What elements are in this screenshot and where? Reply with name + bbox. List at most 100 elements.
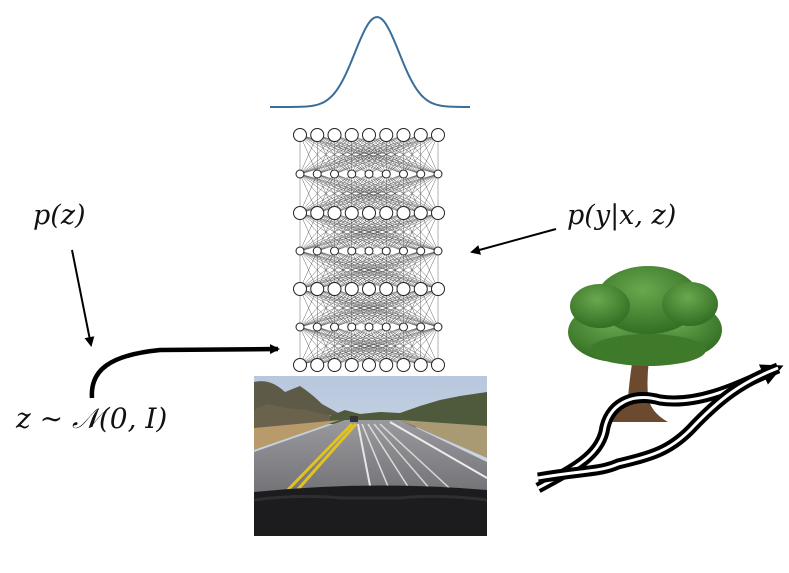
network-node xyxy=(399,169,408,179)
network-node xyxy=(413,128,428,142)
network-node xyxy=(312,322,322,332)
network-node xyxy=(330,246,339,256)
network-node xyxy=(381,246,391,256)
network-edge xyxy=(403,326,439,366)
prior-label: p(z) xyxy=(33,200,86,231)
network-edge xyxy=(386,250,439,290)
network-edge xyxy=(299,134,335,175)
network-node xyxy=(381,169,391,179)
network-node xyxy=(396,282,411,296)
network-edge xyxy=(299,288,352,328)
network-node xyxy=(344,128,359,142)
network-edge xyxy=(317,134,439,175)
network-edge xyxy=(299,326,335,366)
network-node xyxy=(330,169,339,179)
network-edge xyxy=(368,326,439,366)
network-node xyxy=(379,206,394,220)
network-node xyxy=(396,206,411,220)
network-node xyxy=(293,282,307,296)
network-edge xyxy=(299,134,439,175)
network-node xyxy=(327,282,342,296)
network-node xyxy=(416,246,426,256)
network-edge xyxy=(368,250,439,290)
network-edge xyxy=(386,288,439,328)
network-edge xyxy=(299,250,352,290)
network-node xyxy=(362,282,376,296)
road-scene-image xyxy=(253,376,488,536)
network-node xyxy=(310,128,325,142)
network-edge xyxy=(386,326,439,366)
network-node xyxy=(413,206,428,220)
network-edge xyxy=(351,173,439,214)
network-node xyxy=(293,206,307,220)
likelihood-label: p(y|x, z) xyxy=(567,200,677,231)
network-node xyxy=(431,358,445,372)
network-edge xyxy=(403,173,439,214)
network-node xyxy=(362,128,376,142)
network-edge xyxy=(299,250,335,290)
network-edge xyxy=(299,288,335,328)
network-node xyxy=(310,282,325,296)
network-edge xyxy=(299,173,439,214)
network-node xyxy=(327,358,342,372)
network-node xyxy=(330,322,339,332)
network-edge xyxy=(420,173,439,214)
network-edge xyxy=(299,134,370,175)
network-node xyxy=(431,206,445,220)
network-edge xyxy=(299,326,370,366)
network-edge xyxy=(386,134,439,175)
network-edge xyxy=(386,212,439,252)
gaussian-curve xyxy=(270,16,471,108)
network-edge xyxy=(299,173,370,214)
network-node xyxy=(295,246,305,256)
network-edge xyxy=(299,212,335,252)
network-edge xyxy=(368,134,439,175)
network-node xyxy=(364,322,374,332)
network-node xyxy=(347,322,357,332)
network-node xyxy=(310,206,325,220)
network-node xyxy=(364,246,374,256)
network-node xyxy=(431,128,445,142)
network-edge xyxy=(299,134,352,175)
network-edge xyxy=(299,173,387,214)
network-edge xyxy=(299,134,318,175)
network-node xyxy=(416,169,426,179)
network-node xyxy=(381,322,391,332)
network-node xyxy=(293,128,307,142)
network-edge xyxy=(299,173,318,214)
network-node xyxy=(295,169,305,179)
network-node xyxy=(312,169,322,179)
network-node xyxy=(295,322,305,332)
network-edge xyxy=(299,173,335,214)
network-edge xyxy=(403,212,439,252)
network-edge xyxy=(368,288,439,328)
network-edge xyxy=(299,134,421,175)
network-edge xyxy=(386,173,439,214)
network-node xyxy=(327,206,342,220)
network-edge xyxy=(299,250,370,290)
network-edge xyxy=(299,326,439,366)
tree-illustration xyxy=(568,266,722,422)
network-node xyxy=(344,358,359,372)
network-node xyxy=(312,246,322,256)
network-edge xyxy=(368,212,439,252)
network-edge xyxy=(299,212,370,252)
network-node xyxy=(364,169,374,179)
likelihood-arrow xyxy=(470,228,557,255)
prior-to-sample-arrow xyxy=(71,249,95,347)
network-node xyxy=(413,282,428,296)
network-edge xyxy=(351,134,439,175)
network-node xyxy=(399,246,408,256)
network-node xyxy=(416,322,426,332)
bifurcating-path-arrow xyxy=(535,362,784,493)
network-edge xyxy=(420,134,439,175)
network-node xyxy=(327,128,342,142)
network-edge xyxy=(299,134,387,175)
network-edge xyxy=(299,250,439,290)
network-node xyxy=(399,322,408,332)
network-edge xyxy=(403,288,439,328)
network-edge xyxy=(299,288,439,328)
neural-network xyxy=(293,128,445,372)
